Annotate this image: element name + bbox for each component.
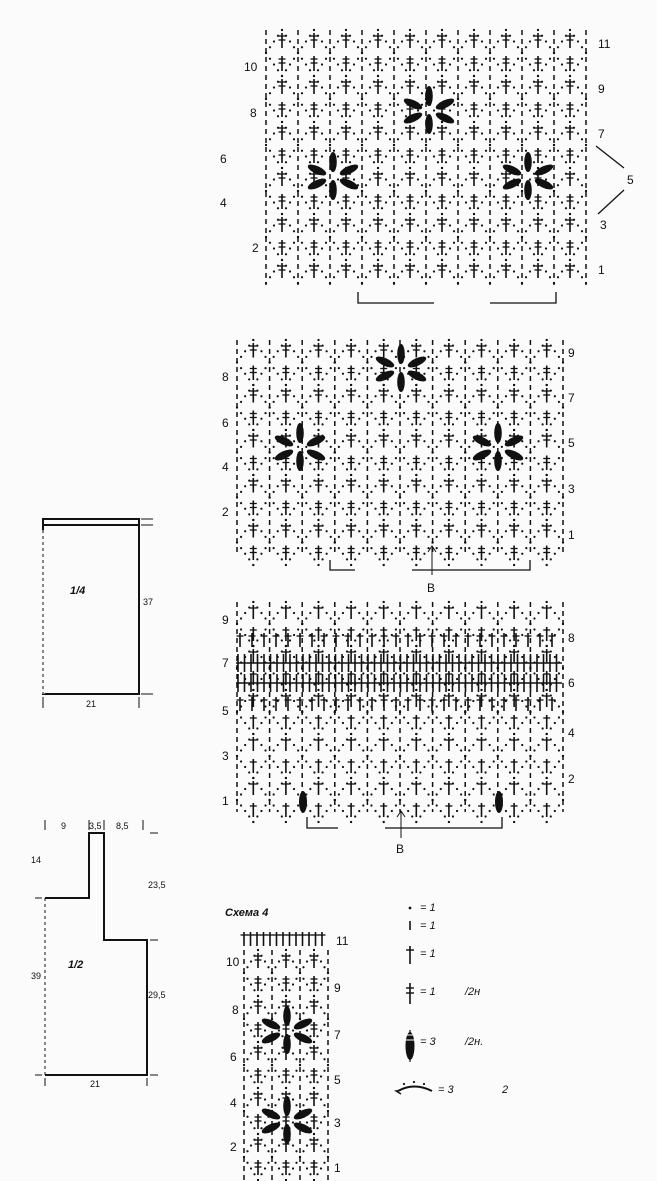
pattern2-piece-label: 1/2 xyxy=(68,959,84,971)
schema4-row-label-3: 3 xyxy=(334,1116,341,1130)
chart3-row-label-3: 3 xyxy=(222,749,229,763)
pattern2-top-right: 8,5 xyxy=(116,821,129,831)
chain-arc-icon xyxy=(394,1080,433,1095)
pattern2-top-mid: 3,5 xyxy=(89,821,102,831)
chart2-row-label-8: 8 xyxy=(222,370,229,384)
pattern2-side-left: 39 xyxy=(31,971,42,981)
chart3-row-label-5: 5 xyxy=(222,704,229,718)
cluster-icon xyxy=(405,1030,415,1062)
chart1-row-label-10: 10 xyxy=(244,60,258,74)
schema4-row-label-1: 1 xyxy=(334,1161,341,1175)
dot-icon xyxy=(408,906,412,910)
chart1-row-label-8: 8 xyxy=(250,106,257,120)
schema4-row-label-11: 11 xyxy=(336,934,349,948)
legend-note-5: /2н. xyxy=(465,1036,484,1048)
chart2-row-label-1: 1 xyxy=(568,528,575,542)
schema4-row-label-10: 10 xyxy=(226,955,240,969)
chart2-row-label-4: 4 xyxy=(222,460,229,474)
chart1-row-label-3: 3 xyxy=(600,218,607,232)
chart1-row-label-7: 7 xyxy=(598,127,605,141)
schema4-row-label-6: 6 xyxy=(230,1050,237,1064)
chart3-row-label-6: 6 xyxy=(568,676,575,690)
chart3-row-label-7: 7 xyxy=(222,656,229,670)
legend-eq-4: = 1 xyxy=(420,986,436,998)
pattern1-width: 21 xyxy=(86,699,97,709)
chart3-row-label-9: 9 xyxy=(222,613,229,627)
chart2-row-label-7: 7 xyxy=(568,391,575,405)
chart3-marker-b: B xyxy=(396,842,405,856)
pattern1-piece-label: 1/4 xyxy=(70,585,86,597)
chart3-row-label-2: 2 xyxy=(568,772,575,786)
dc-icon xyxy=(406,946,414,964)
chart1-row-label-6: 6 xyxy=(220,152,227,166)
pattern2-strap-height: 14 xyxy=(31,855,42,865)
chart2-row-label-5: 5 xyxy=(568,436,575,450)
legend-eq-2: = 1 xyxy=(420,920,436,932)
chart3-row-label-1: 1 xyxy=(222,794,229,808)
chart1-row-label-9: 9 xyxy=(598,82,605,96)
chart3-row-label-4: 4 xyxy=(568,726,575,740)
legend-note-4: /2н xyxy=(465,986,481,998)
legend-eq-5: = 3 xyxy=(420,1036,436,1048)
legend-note-6: 2 xyxy=(502,1084,509,1096)
schema4-row-label-5: 5 xyxy=(334,1073,341,1087)
schema4-title: Схема 4 xyxy=(225,907,269,919)
pattern2-side-upper: 23,5 xyxy=(148,880,166,890)
schema4-row-label-9: 9 xyxy=(334,981,341,995)
chart1-row-label-11: 11 xyxy=(598,37,611,51)
schema4-row-label-2: 2 xyxy=(230,1140,237,1154)
legend-eq-6: = 3 xyxy=(438,1084,454,1096)
pattern1-height: 37 xyxy=(143,597,154,607)
chart1-row-label-2: 2 xyxy=(252,241,259,255)
chart2-row-label-9: 9 xyxy=(568,346,575,360)
chart2-row-label-3: 3 xyxy=(568,482,575,496)
schema4-row-label-8: 8 xyxy=(232,1003,239,1017)
chart1-row-label-5: 5 xyxy=(627,173,634,187)
chart2-row-label-2: 2 xyxy=(222,505,229,519)
pattern2-top-left: 9 xyxy=(61,821,67,831)
pattern2-side-lower: 29,5 xyxy=(148,990,166,1000)
chart1-row-label-1: 1 xyxy=(598,263,605,277)
legend-eq-1: = 1 xyxy=(420,902,436,914)
chart2-row-label-6: 6 xyxy=(222,416,229,430)
pattern2-bottom: 21 xyxy=(90,1079,101,1089)
chart2-marker-b: B xyxy=(427,581,436,595)
double-dc-icon xyxy=(406,983,414,1004)
chart3-row-label-8: 8 xyxy=(568,631,575,645)
legend-eq-3: = 1 xyxy=(420,948,436,960)
schema4-row-label-7: 7 xyxy=(334,1028,341,1042)
chart1-row-label-4: 4 xyxy=(220,196,227,210)
schema4-row-label-4: 4 xyxy=(230,1096,237,1110)
